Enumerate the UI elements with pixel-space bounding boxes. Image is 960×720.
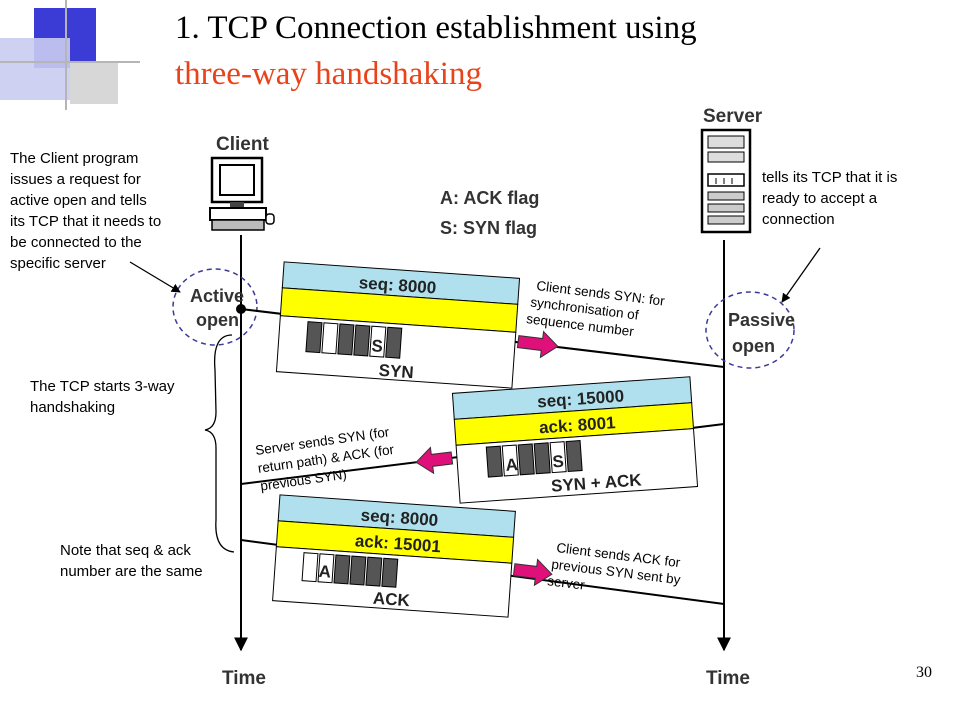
ack-flag-letter: A: [318, 562, 332, 582]
time-label-client: Time: [222, 668, 266, 689]
time-label-server: Time: [706, 668, 750, 689]
server-synack-note: Server sends SYN (for return path) & ACK…: [254, 424, 395, 493]
active-open-circle: [172, 268, 258, 346]
handshake-brace: [204, 334, 235, 553]
syn-segment: seq: 8000 S SYN: [275, 261, 521, 389]
slide-title: 1. TCP Connection establishment using: [175, 10, 697, 46]
passive-open-label-2: open: [732, 336, 775, 356]
page-number: 30: [916, 664, 932, 681]
passive-open-label-1: Passive: [728, 310, 795, 330]
server-label: Server: [703, 106, 763, 127]
server-icon: [700, 128, 752, 234]
legend-syn-flag: S: SYN flag: [440, 218, 537, 238]
synack-direction-arrow: [415, 446, 454, 475]
client-request-note: The Client program issues a request for …: [10, 150, 162, 272]
client-label: Client: [216, 134, 269, 155]
server-ready-note: tells its TCP that it is ready to accept…: [762, 169, 898, 228]
active-open-label-2: open: [196, 310, 239, 330]
same-numbers-note: Note that seq & ack number are the same: [60, 542, 203, 580]
client-ack-note: Client sends ACK for previous SYN sent b…: [547, 540, 682, 593]
client-computer-icon: [209, 156, 275, 231]
ack-segment-name: ACK: [372, 589, 411, 611]
active-open-label-1: Active: [190, 286, 244, 306]
synack-flag-s: S: [552, 452, 565, 472]
handshake-start-note: The TCP starts 3-way handshaking: [30, 378, 175, 416]
server-note-arrow: [781, 247, 821, 303]
ack-segment: seq: 8000 ack: 15001 A ACK: [272, 494, 516, 618]
corner-decoration: [0, 0, 140, 110]
client-note-arrow: [129, 261, 181, 293]
legend-ack-flag: A: ACK flag: [440, 188, 539, 208]
synack-flag-a: A: [505, 455, 519, 475]
synack-segment: seq: 15000 ack: 8001 A S SYN + ACK: [451, 376, 699, 504]
svg-text:server: server: [547, 573, 587, 593]
syn-direction-arrow: [516, 330, 559, 359]
ack-direction-arrow: [512, 558, 553, 587]
client-syn-note: Client sends SYN: for synchronisation of…: [526, 278, 667, 339]
slide-subtitle: three-way handshaking: [175, 56, 482, 92]
syn-segment-name: SYN: [378, 361, 414, 382]
syn-flag-letter: S: [371, 336, 384, 356]
passive-open-circle: [705, 291, 795, 369]
